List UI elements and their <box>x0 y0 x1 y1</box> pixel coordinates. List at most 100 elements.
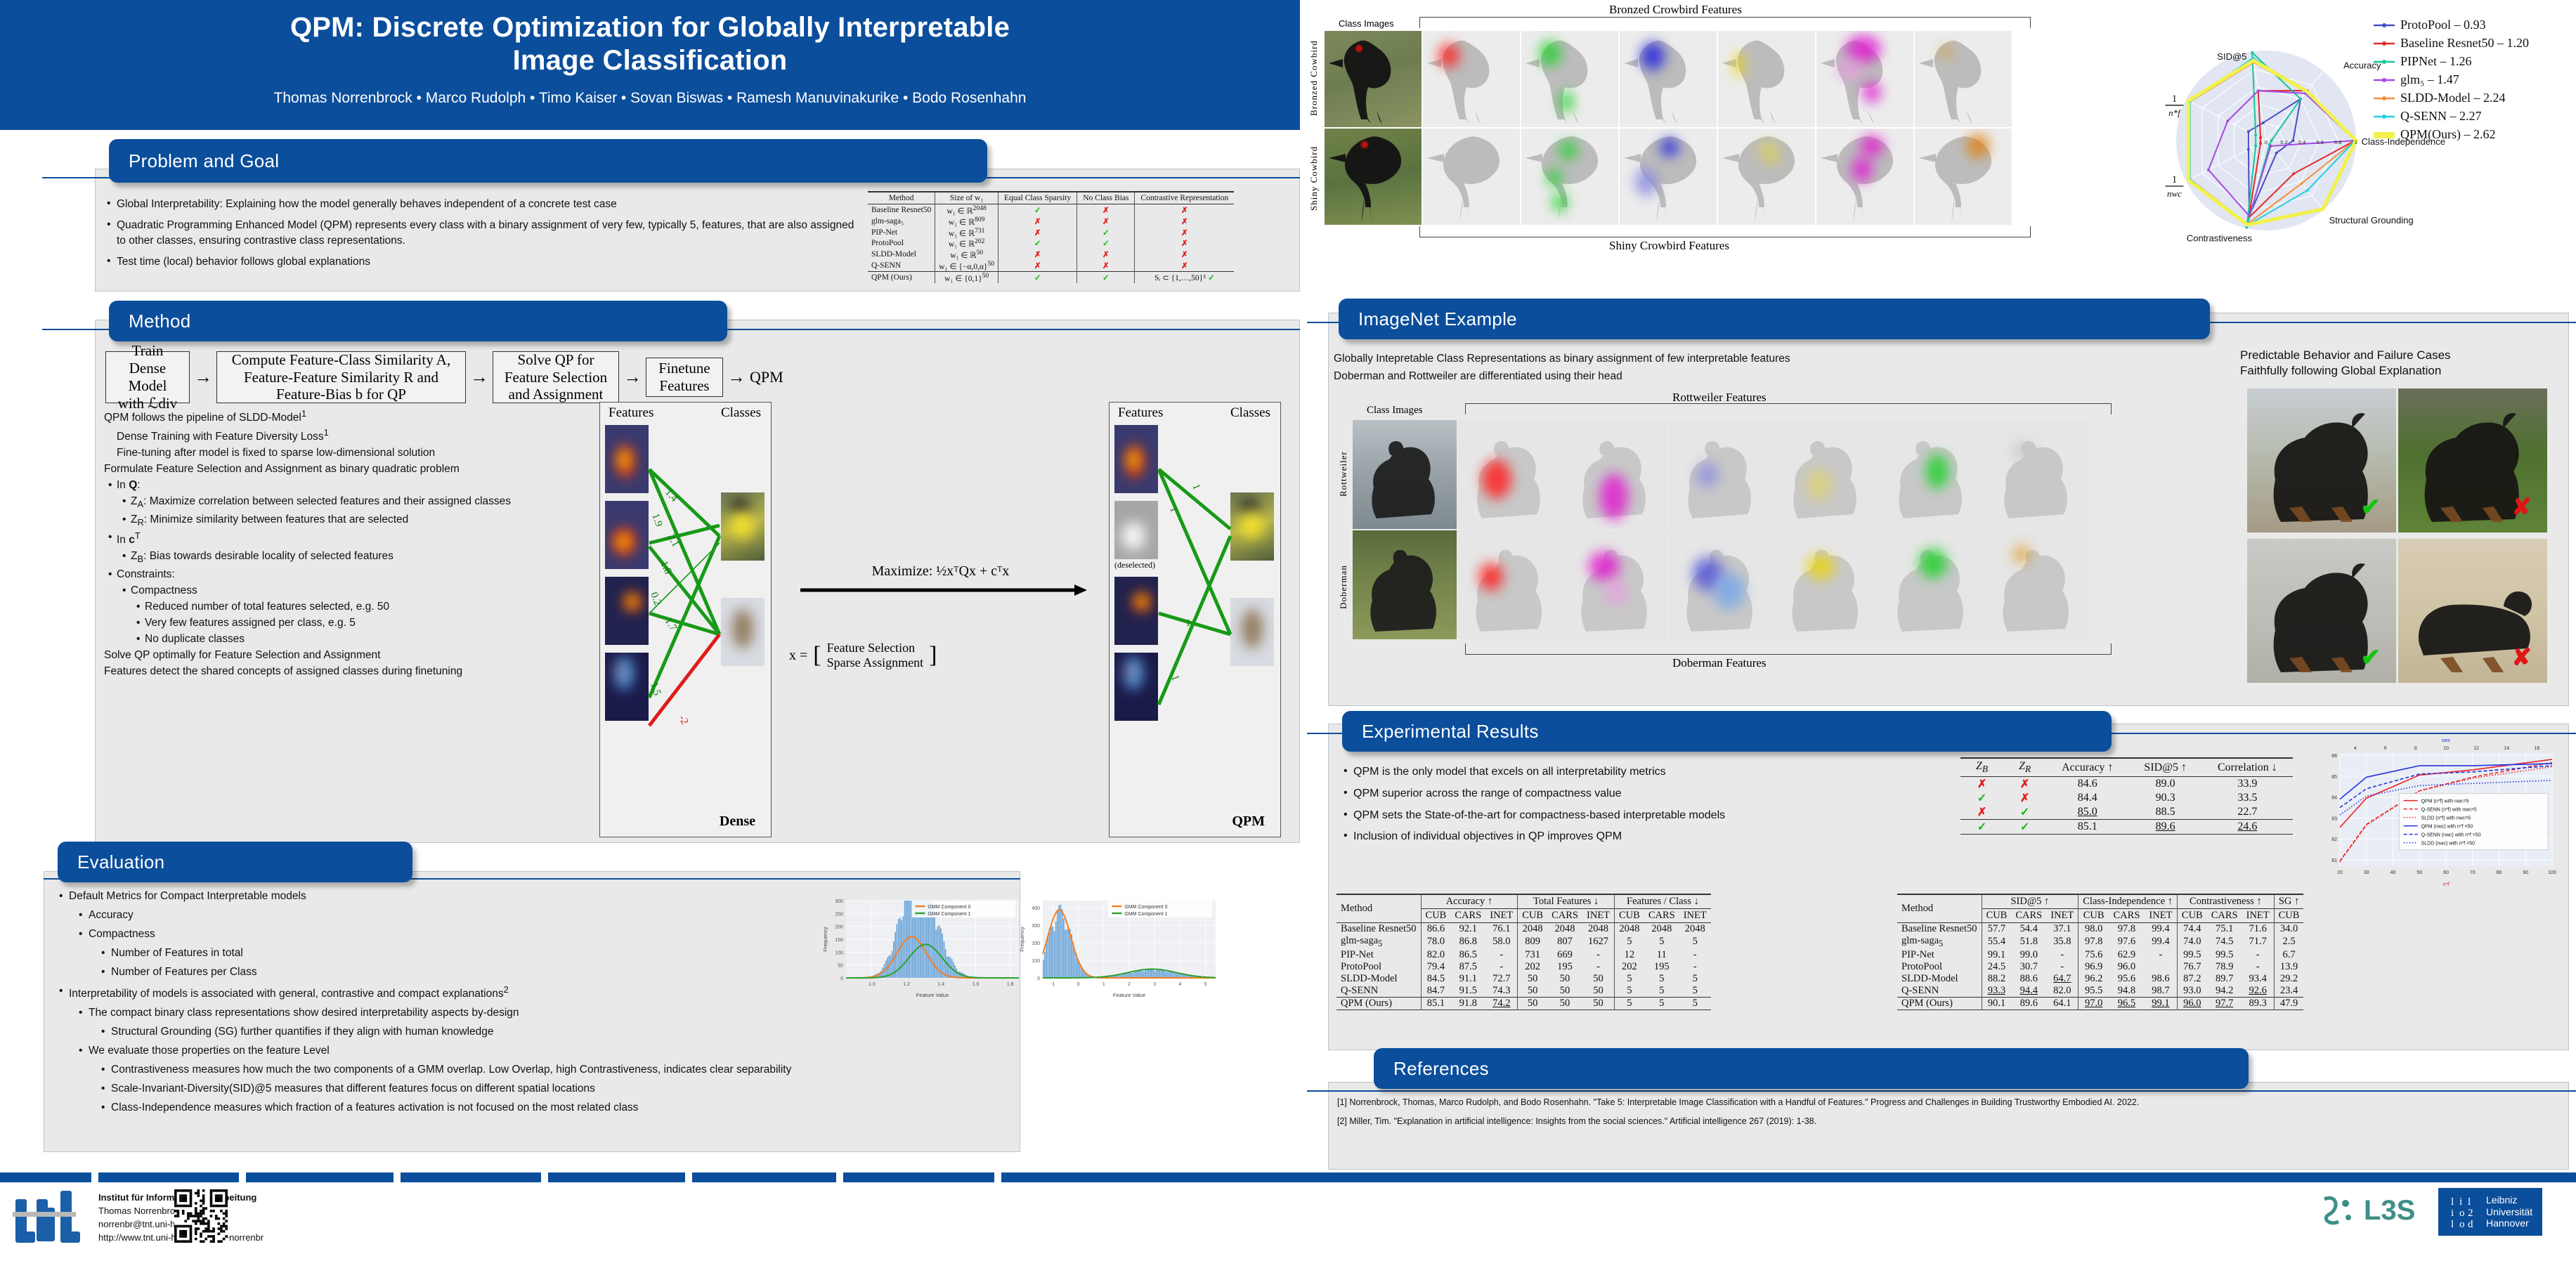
arrow-icon: → <box>194 367 212 387</box>
column-header: CARS <box>2206 908 2242 923</box>
column-group-header: SID@5 ↑ <box>1981 894 2079 909</box>
features-label: Features <box>1118 405 1164 420</box>
svg-text:1: 1 <box>2172 93 2178 105</box>
column-header: INET <box>1485 908 1518 923</box>
svg-text:GMM Component 0: GMM Component 0 <box>928 905 970 910</box>
svg-text:150: 150 <box>835 938 843 943</box>
failure-title-line-2: Faithfully following Global Explanation <box>2240 364 2442 378</box>
svg-text:1: 1 <box>2172 174 2178 185</box>
flow-box-line: with ℒdiv <box>117 394 178 412</box>
method-line: •ZA: Maximize correlation between select… <box>122 495 512 510</box>
evaluation-line: •The compact binary class representation… <box>79 1007 519 1019</box>
cross-icon: ✘ <box>2511 494 2532 521</box>
class-image <box>1353 530 1457 639</box>
qr-code[interactable] <box>174 1189 228 1243</box>
svg-text:SLDD (n*f) with nwc=5: SLDD (n*f) with nwc=5 <box>2421 816 2471 821</box>
flow-box-finetune: Finetune Features <box>646 358 723 397</box>
failure-case-image: ✔ <box>2247 388 2396 533</box>
svg-text:1.4: 1.4 <box>937 982 944 987</box>
svg-text:PIPNet – 1.26: PIPNet – 1.26 <box>2400 54 2472 68</box>
column-group-header: Contrastiveness ↑ <box>2176 894 2275 909</box>
section-banner-evaluation: Evaluation <box>58 842 412 882</box>
column-header: CUB <box>1613 908 1644 923</box>
divider <box>1307 1090 2576 1092</box>
column-header: INET <box>2144 908 2178 923</box>
qpm-diagram-box: Features Classes QPM (deselected) <box>1109 402 1281 837</box>
section-banner-problem: Problem and Goal <box>109 139 987 183</box>
svg-text:0.2: 0.2 <box>648 591 663 607</box>
flow-box-line: Finetune <box>658 360 710 377</box>
svg-text:80: 80 <box>2497 870 2502 875</box>
svg-text:nwc: nwc <box>2167 188 2182 199</box>
top-bracket <box>1465 403 2112 414</box>
row-label-shiny-cowbird: Shiny Cowbird <box>1308 145 1319 211</box>
table-row: QPM (Ours)w₁ ∈ {0,1}50✓✓Sᵢ ⊂ {1,…,50}⁵ ✓ <box>868 270 1235 283</box>
feature-thumb <box>1114 653 1158 721</box>
section-title-problem: Problem and Goal <box>129 150 280 171</box>
arrow-icon: → <box>727 367 746 387</box>
feature-thumb <box>1114 425 1158 493</box>
list-item: Quadratic Programming Enhanced Model (QP… <box>105 217 864 249</box>
method-flow: Train Dense Model with ℒdiv → Compute Fe… <box>105 342 783 412</box>
feature-heatmap-image <box>1718 31 1815 127</box>
column-header: INET <box>1582 908 1615 923</box>
column-group-header: Total Features ↓ <box>1517 894 1615 909</box>
svg-text:70: 70 <box>2470 870 2476 875</box>
svg-text:5: 5 <box>1204 982 1207 987</box>
svg-text:83: 83 <box>2331 816 2337 821</box>
cub-bottom-caption: Shiny Crowbird Features <box>1609 239 1729 252</box>
method-line: •ZB: Bias towards desirable locality of … <box>122 550 393 565</box>
method-line: •No duplicate classes <box>136 632 245 645</box>
class-thumb <box>1230 598 1274 666</box>
leibniz-line-2: Universität <box>2486 1206 2533 1217</box>
feature-thumb-deselected <box>1114 501 1158 559</box>
flow-box-line: Feature Selection <box>504 368 608 386</box>
feature-heatmap-image <box>1563 530 1667 639</box>
top-bracket <box>1419 17 2031 28</box>
svg-text:Contrastiveness: Contrastiveness <box>2187 233 2253 243</box>
dense-edges: 1.4 1.9 2.1 1.8 0.2 1.7 1.5 -2 <box>647 468 722 727</box>
flow-box-line: Features <box>659 377 710 394</box>
svg-text:l: l <box>2468 1196 2471 1208</box>
column-group-header: Method <box>1897 894 1982 923</box>
svg-text:4: 4 <box>2354 746 2357 751</box>
feature-thumb <box>1114 577 1158 645</box>
svg-text:-2: -2 <box>676 714 690 726</box>
column-header: INET <box>2242 908 2275 923</box>
cub-feature-row <box>1325 129 2012 225</box>
svg-text:2: 2 <box>1128 982 1131 987</box>
class-image <box>1325 31 1422 127</box>
svg-text:100: 100 <box>1032 959 1040 964</box>
svg-text:90: 90 <box>2523 870 2528 875</box>
flow-box-line: Model <box>128 377 167 394</box>
column-group-header: SG ↑ <box>2273 894 2304 909</box>
svg-text:30: 30 <box>2364 870 2369 875</box>
column-header: Method <box>868 191 935 204</box>
svg-text:QPM(Ours) – 2.62: QPM(Ours) – 2.62 <box>2400 127 2496 142</box>
title-line-2: Image Classification <box>512 45 788 77</box>
svg-text:1.8: 1.8 <box>1007 982 1014 987</box>
feature-heatmap-image <box>1880 420 1984 529</box>
flow-box-solve-qp: Solve QP for Feature Selection and Assig… <box>493 351 619 403</box>
svg-text:QPM (n*f) with nwc=5: QPM (n*f) with nwc=5 <box>2421 799 2469 804</box>
class-thumb <box>1230 492 1274 561</box>
svg-text:20: 20 <box>2337 870 2343 875</box>
row-label-doberman: Doberman <box>1338 565 1348 610</box>
references-list: [1] Norrenbrock, Thomas, Marco Rudolph, … <box>1337 1096 2560 1134</box>
leibniz-line-1: Leibniz <box>2486 1194 2518 1206</box>
flow-box-line: and Assignment <box>508 386 604 403</box>
feature-heatmap-image <box>1816 31 1913 127</box>
svg-text:0.4: 0.4 <box>2298 139 2305 145</box>
feature-heatmap-image <box>1458 420 1562 529</box>
svg-text:Frequency: Frequency <box>1019 927 1025 952</box>
